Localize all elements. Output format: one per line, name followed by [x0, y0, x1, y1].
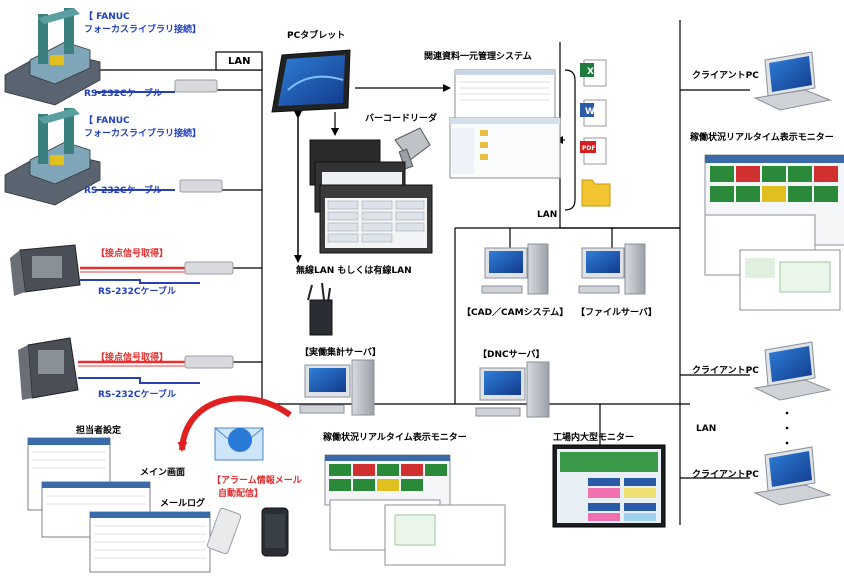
alarm-arrow [177, 395, 292, 452]
cad-cam-computer [481, 243, 549, 295]
tablet-screens-stack [309, 139, 433, 254]
fanuc1-label-1: 【 FANUC [84, 12, 130, 22]
fanuc2-label-1: 【 FANUC [84, 116, 130, 126]
ellipsis-dots [785, 411, 789, 445]
factory-monitor-label: 工場内大型モニター [553, 433, 635, 443]
client-laptop-3 [753, 446, 832, 506]
fanuc1-cable-label: RS-232Cケーブル [84, 89, 162, 99]
ops-server-computer [299, 359, 375, 416]
cad-cam-label: 【CAD／CAMシステム】 [462, 308, 569, 318]
excel-icon [580, 59, 607, 87]
person-setting-label: 担当者設定 [76, 426, 122, 436]
signal1-label: 【接点信号取得】 [96, 249, 169, 259]
doc-system-label: 関連資料一元管理システム [424, 52, 532, 62]
alarm-label-1: 【アラーム情報メール [212, 476, 302, 486]
ops-server-label: 【実働集計サーバ】 [300, 348, 381, 358]
client-laptop-2 [753, 341, 832, 401]
wireless-label: 無線LAN もしくは有線LAN [296, 266, 412, 276]
file-server-label: 【ファイルサーバ】 [576, 308, 657, 318]
signal2-label: 【接点信号取得】 [96, 353, 169, 363]
main-screen-label: メイン画面 [140, 468, 186, 478]
pdf-glyph: PDF [582, 145, 595, 152]
word-glyph: W [585, 107, 595, 117]
pc-screens-stack [27, 437, 211, 573]
email-icon [214, 427, 264, 461]
lan-middle-label: LAN [537, 210, 558, 220]
pc-tablet-label: PCタブレット [287, 31, 346, 41]
barcode-reader-label: バーコードリーダ [365, 114, 438, 124]
barcode-reader-icon [394, 127, 431, 170]
alarm-label-2: 自動配信】 [218, 489, 264, 499]
folder-icon [581, 179, 611, 207]
signal2-cable-label: RS-232Cケーブル [98, 390, 176, 400]
signal1-cable-label: RS-232Cケーブル [98, 287, 176, 297]
flip-phone-icon [206, 507, 242, 555]
word-icon [580, 99, 607, 127]
smartphone-icon [261, 507, 289, 557]
doc-system-window [449, 69, 561, 179]
file-bracket [564, 69, 576, 211]
lan-box-label: LAN [228, 56, 251, 67]
pdf-icon [580, 137, 607, 165]
client-pc-1-label: クライアントPC [692, 71, 759, 81]
lan-right-label: LAN [696, 424, 717, 434]
client-pc-3-label: クライアントPC [692, 470, 759, 480]
monitor-right-label: 稼働状況リアルタイム表示モニター [690, 133, 834, 143]
mail-log-label: メールログ [160, 499, 206, 509]
lan-box [215, 51, 263, 71]
dnc-server-label: 【DNCサーバ】 [478, 350, 545, 360]
file-server-computer [578, 243, 646, 295]
monitor-right-screens [704, 154, 844, 311]
fanuc1-label-2: フォーカスライブラリ接続】 [84, 25, 202, 35]
machine-fanuc-1 [4, 8, 218, 106]
fanuc2-cable-label: RS-232Cケーブル [84, 186, 162, 196]
monitor-bottom-screens [324, 454, 506, 566]
pc-tablet-device [271, 49, 351, 113]
wireless-router-icon [307, 282, 333, 336]
excel-glyph: X [587, 67, 594, 77]
monitor-bottom-label: 稼働状況リアルタイム表示モニター [323, 433, 467, 443]
machine-fanuc-2 [4, 108, 223, 206]
factory-monitor-display [552, 444, 666, 528]
machine-signal-2 [18, 337, 234, 400]
dnc-server-computer [475, 361, 550, 418]
client-laptop-1 [753, 51, 832, 111]
client-pc-2-label: クライアントPC [692, 366, 759, 376]
fanuc2-label-2: フォーカスライブラリ接続】 [84, 129, 202, 139]
machine-signal-1 [10, 244, 234, 296]
